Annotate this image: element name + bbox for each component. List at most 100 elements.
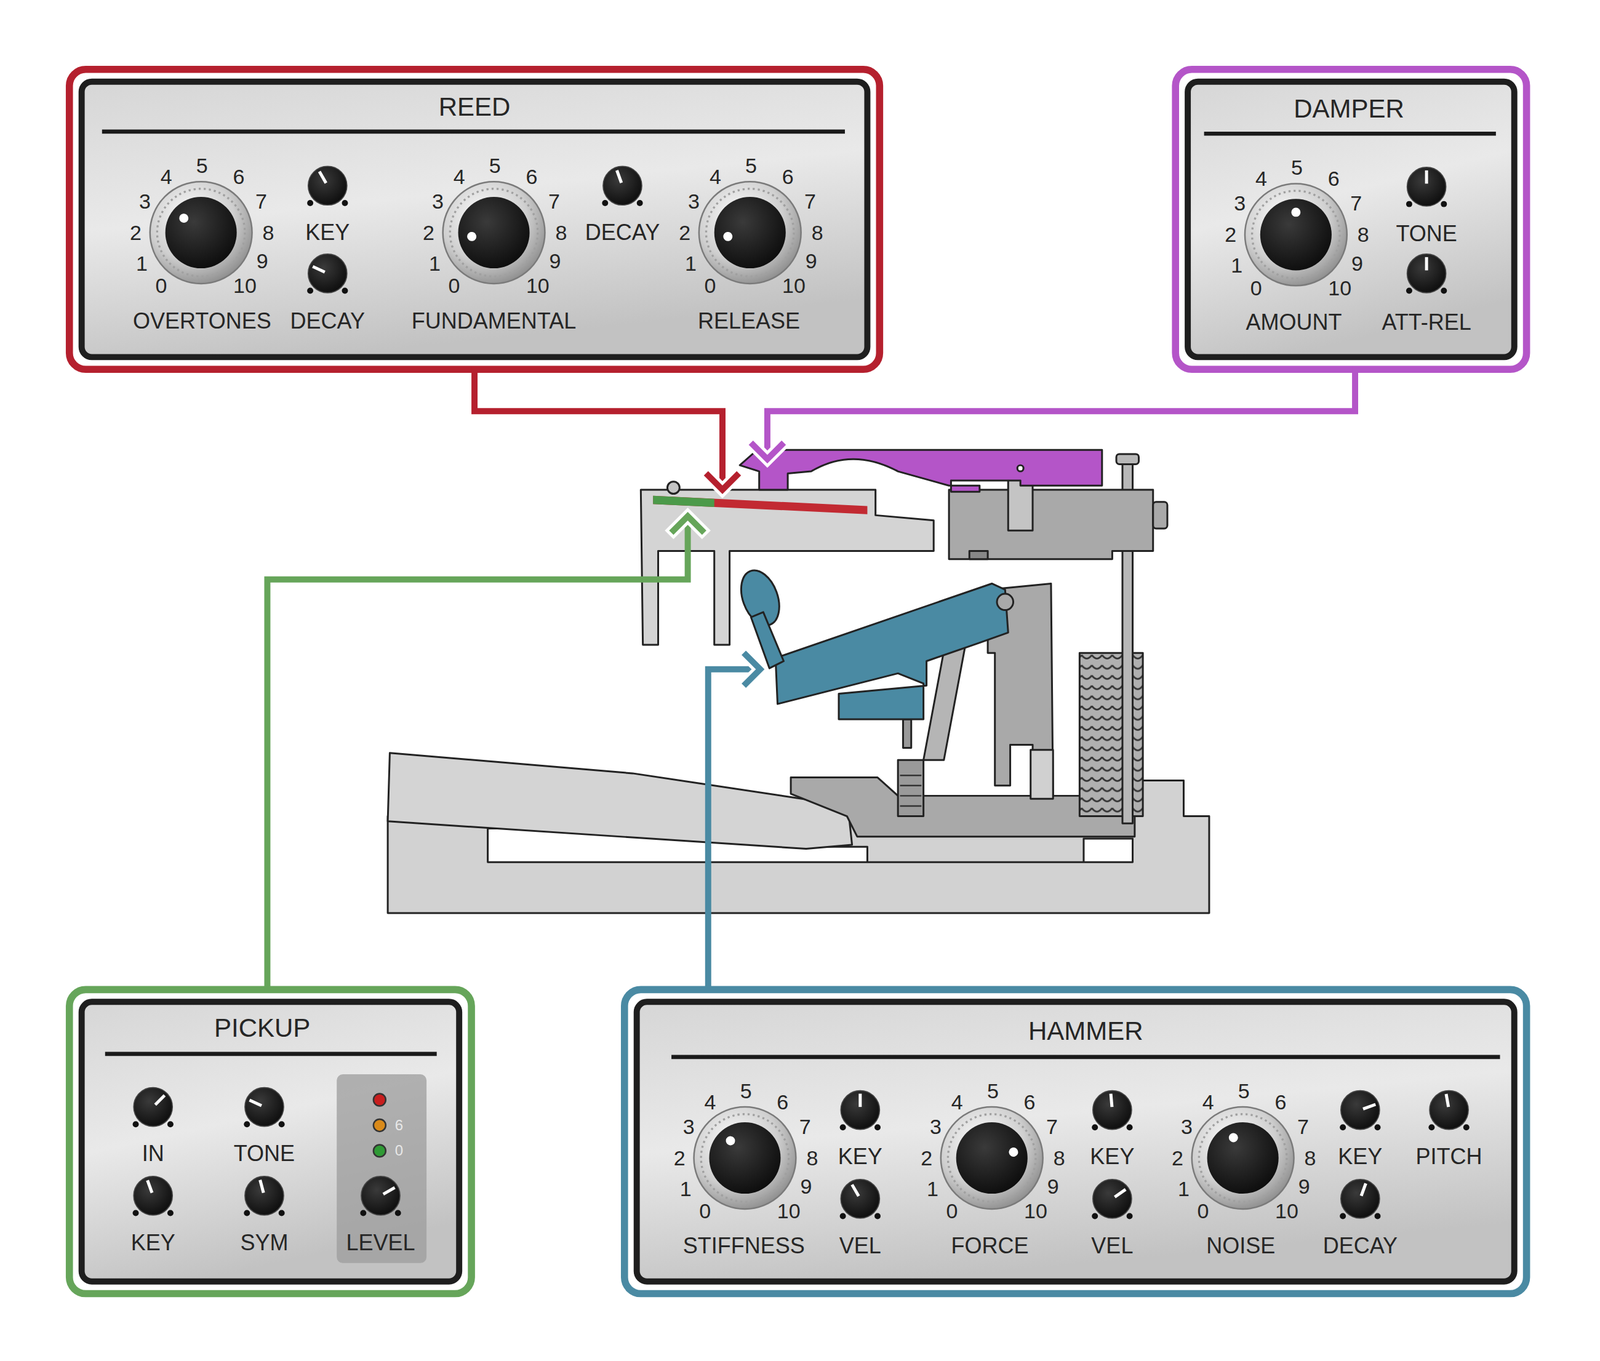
scale-number: 2 bbox=[678, 222, 691, 244]
control-panel: HAMMER012345678910STIFFNESSKEYVEL0123456… bbox=[624, 989, 1527, 1294]
scale-number: 5 bbox=[489, 155, 501, 176]
scale-number: 3 bbox=[688, 190, 700, 212]
scale-number: 0 bbox=[155, 275, 168, 296]
knob-label: LEVEL bbox=[345, 1232, 415, 1255]
scale-number: 4 bbox=[709, 166, 722, 188]
scale-number: 9 bbox=[800, 1176, 812, 1197]
knob-label: TONE bbox=[1395, 222, 1457, 245]
scale-number: 10 bbox=[777, 1200, 801, 1222]
scale-number: 0 bbox=[699, 1200, 711, 1222]
scale-number: 4 bbox=[704, 1091, 717, 1113]
scale-number: 3 bbox=[683, 1116, 695, 1138]
knob-label: STIFFNESS bbox=[683, 1235, 805, 1258]
scale-number: 9 bbox=[549, 250, 562, 272]
scale-number: 3 bbox=[432, 190, 444, 212]
knob-label: PITCH bbox=[1416, 1145, 1483, 1168]
scale-number: 5 bbox=[740, 1080, 752, 1102]
scale-number: 0 bbox=[1250, 277, 1263, 299]
scale-number: 5 bbox=[1291, 156, 1303, 178]
knob-label: NOISE bbox=[1206, 1235, 1276, 1258]
action-mechanism bbox=[387, 449, 1210, 914]
scale-number: 5 bbox=[196, 155, 208, 176]
scale-number: 1 bbox=[680, 1178, 692, 1200]
scale-number: 1 bbox=[136, 252, 148, 274]
scale-number: 8 bbox=[1304, 1147, 1317, 1169]
scale-number: 9 bbox=[1047, 1176, 1060, 1197]
scale-number: 10 bbox=[1275, 1200, 1299, 1222]
knob-label: ATT-REL bbox=[1381, 311, 1471, 334]
scale-number: 0 bbox=[1196, 1200, 1209, 1222]
knob-label: TONE bbox=[233, 1142, 295, 1165]
scale-number: 9 bbox=[1351, 252, 1364, 274]
scale-number: 6 bbox=[1024, 1091, 1036, 1113]
panel-frames bbox=[69, 69, 1527, 1295]
scale-number: 1 bbox=[1230, 254, 1243, 276]
scale-number: 3 bbox=[1180, 1116, 1193, 1138]
scale-number: 8 bbox=[806, 1147, 818, 1169]
knob-label: KEY bbox=[1089, 1145, 1135, 1168]
scale-number: 6 bbox=[1275, 1091, 1287, 1113]
scale-number: 0 bbox=[704, 275, 717, 296]
scale-number: 1 bbox=[926, 1178, 939, 1200]
panel-heading: REED bbox=[438, 94, 511, 120]
scale-number: 0 bbox=[946, 1200, 959, 1222]
scale-number: 1 bbox=[1177, 1178, 1190, 1200]
scale-number: 10 bbox=[526, 275, 550, 296]
scale-number: 2 bbox=[1171, 1147, 1184, 1169]
scale-number: 7 bbox=[799, 1116, 812, 1138]
scale-number: 8 bbox=[555, 222, 568, 244]
knobs bbox=[132, 166, 1470, 1220]
knob-label: VEL bbox=[839, 1235, 882, 1258]
scale-number: 1 bbox=[684, 252, 697, 274]
scale-number: 4 bbox=[1255, 168, 1268, 189]
scale-number: 10 bbox=[1328, 277, 1352, 299]
scale-number: 8 bbox=[1357, 224, 1370, 245]
knob-label: KEY bbox=[131, 1232, 176, 1255]
leader-lines bbox=[267, 369, 1356, 990]
knob-label: DECAY bbox=[585, 221, 660, 244]
knob-label: DECAY bbox=[1323, 1235, 1398, 1258]
scale-number: 4 bbox=[453, 166, 466, 188]
scale-number: 10 bbox=[233, 275, 257, 296]
knob-label: SYM bbox=[240, 1232, 288, 1255]
led-label: 6 bbox=[395, 1118, 404, 1133]
scale-number: 5 bbox=[1238, 1080, 1250, 1102]
control-panel: REED012345678910OVERTONESKEYDECAY0123456… bbox=[69, 69, 880, 370]
scale-number: 2 bbox=[1224, 224, 1237, 245]
scale-number: 2 bbox=[129, 222, 142, 244]
knob-label: KEY bbox=[838, 1145, 883, 1168]
scale-number: 7 bbox=[255, 190, 268, 212]
control-panel: PICKUPINTONEKEYSYM60LEVEL bbox=[69, 989, 472, 1294]
control-panel: DAMPER012345678910AMOUNTTONEATT-REL bbox=[1175, 69, 1527, 370]
knob-label: FUNDAMENTAL bbox=[411, 310, 576, 333]
scale-number: 5 bbox=[745, 155, 757, 176]
scale-number: 4 bbox=[951, 1091, 964, 1113]
scale-number: 3 bbox=[1233, 192, 1246, 214]
scale-number: 6 bbox=[525, 166, 538, 188]
scale-number: 2 bbox=[920, 1147, 933, 1169]
led-label: 0 bbox=[395, 1143, 404, 1159]
scale-number: 4 bbox=[1202, 1091, 1215, 1113]
scale-number: 2 bbox=[673, 1147, 686, 1169]
scale-number: 3 bbox=[929, 1116, 942, 1138]
scale-number: 7 bbox=[1350, 192, 1362, 214]
scale-number: 10 bbox=[782, 275, 806, 296]
knob-label: DECAY bbox=[290, 310, 365, 333]
panel-heading: PICKUP bbox=[214, 1015, 311, 1042]
panel-heading: DAMPER bbox=[1293, 96, 1405, 122]
scale-number: 6 bbox=[782, 166, 794, 188]
scale-number: 8 bbox=[811, 222, 824, 244]
panel-heading: HAMMER bbox=[1028, 1018, 1144, 1045]
knob-label: VEL bbox=[1091, 1235, 1133, 1258]
scale-number: 5 bbox=[987, 1080, 999, 1102]
knob-label: RELEASE bbox=[697, 310, 800, 333]
scale-number: 3 bbox=[139, 190, 151, 212]
knob-label: KEY bbox=[305, 221, 350, 244]
scale-number: 8 bbox=[1053, 1147, 1066, 1169]
scale-number: 4 bbox=[160, 166, 173, 188]
knob-label: AMOUNT bbox=[1246, 311, 1343, 334]
scale-number: 0 bbox=[448, 275, 460, 296]
scale-number: 6 bbox=[776, 1091, 789, 1113]
knob-label: KEY bbox=[1337, 1145, 1383, 1168]
scale-number: 7 bbox=[1046, 1116, 1058, 1138]
